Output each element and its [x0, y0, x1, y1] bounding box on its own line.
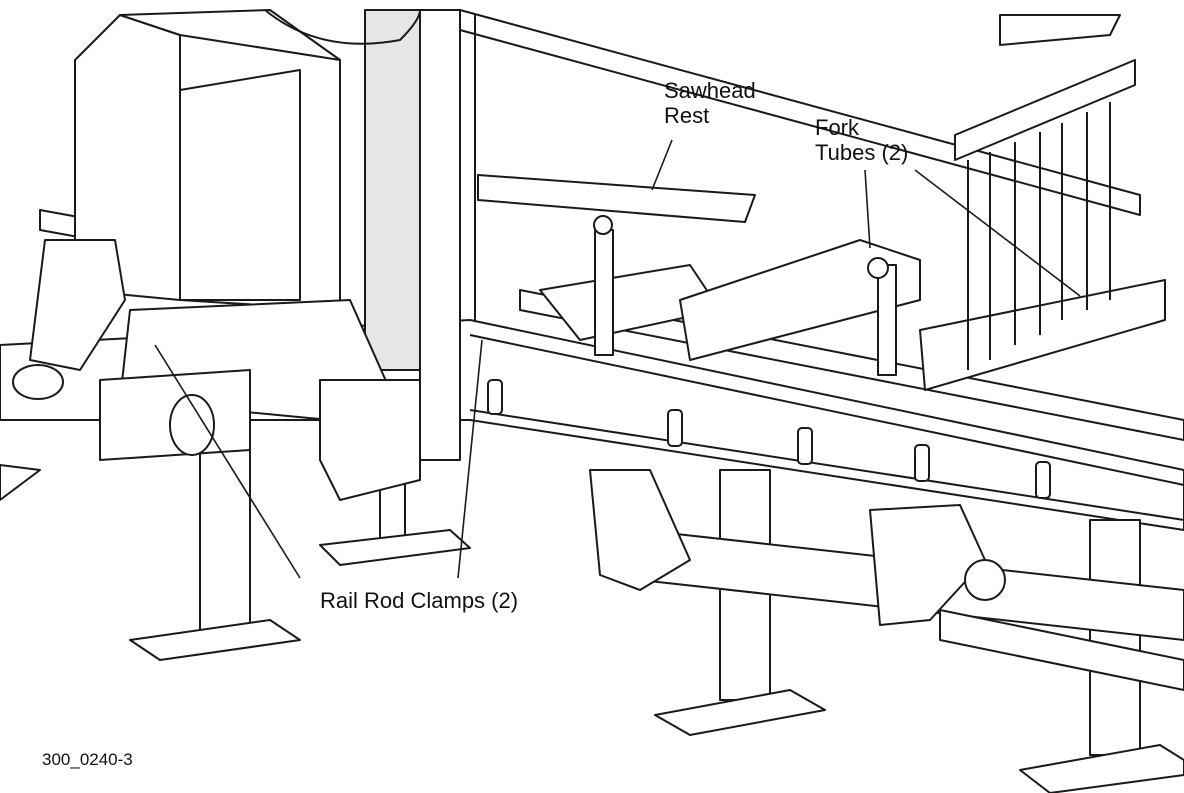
feed-rollers	[539, 215, 1166, 391]
sawhead-rest-label-line1: Sawhead	[664, 78, 756, 103]
cross-tubes	[589, 469, 1184, 691]
left-floor-plate	[0, 464, 41, 501]
fork-tubes-label-line2: Tubes (2)	[815, 140, 909, 165]
fork-assembly	[954, 14, 1136, 370]
leader-rail-rod-clamp-right	[457, 339, 483, 579]
carriage-head	[12, 9, 461, 501]
rail-slots	[487, 379, 1051, 499]
figure-id: 300_0240-3	[42, 750, 133, 769]
leader-sawhead-rest	[651, 139, 673, 191]
cable-chain	[264, 9, 421, 45]
fork-tubes-label-line1: Fork	[815, 115, 859, 140]
sawhead-rest-label: Sawhead Rest	[664, 78, 756, 128]
support-legs	[129, 444, 1184, 793]
rail-rod-clamps-label: Rail Rod Clamps (2)	[320, 588, 519, 613]
sawhead-rest-label-line2: Rest	[664, 103, 710, 128]
leader-fork-tubes-a	[864, 169, 871, 249]
sawhead-rest-plank	[477, 174, 756, 223]
fork-tubes-label: Fork Tubes (2)	[815, 115, 908, 165]
leader-fork-tubes-b	[914, 169, 1081, 297]
leader-lines	[154, 139, 1081, 579]
leader-rail-rod-clamp-left	[154, 344, 301, 579]
